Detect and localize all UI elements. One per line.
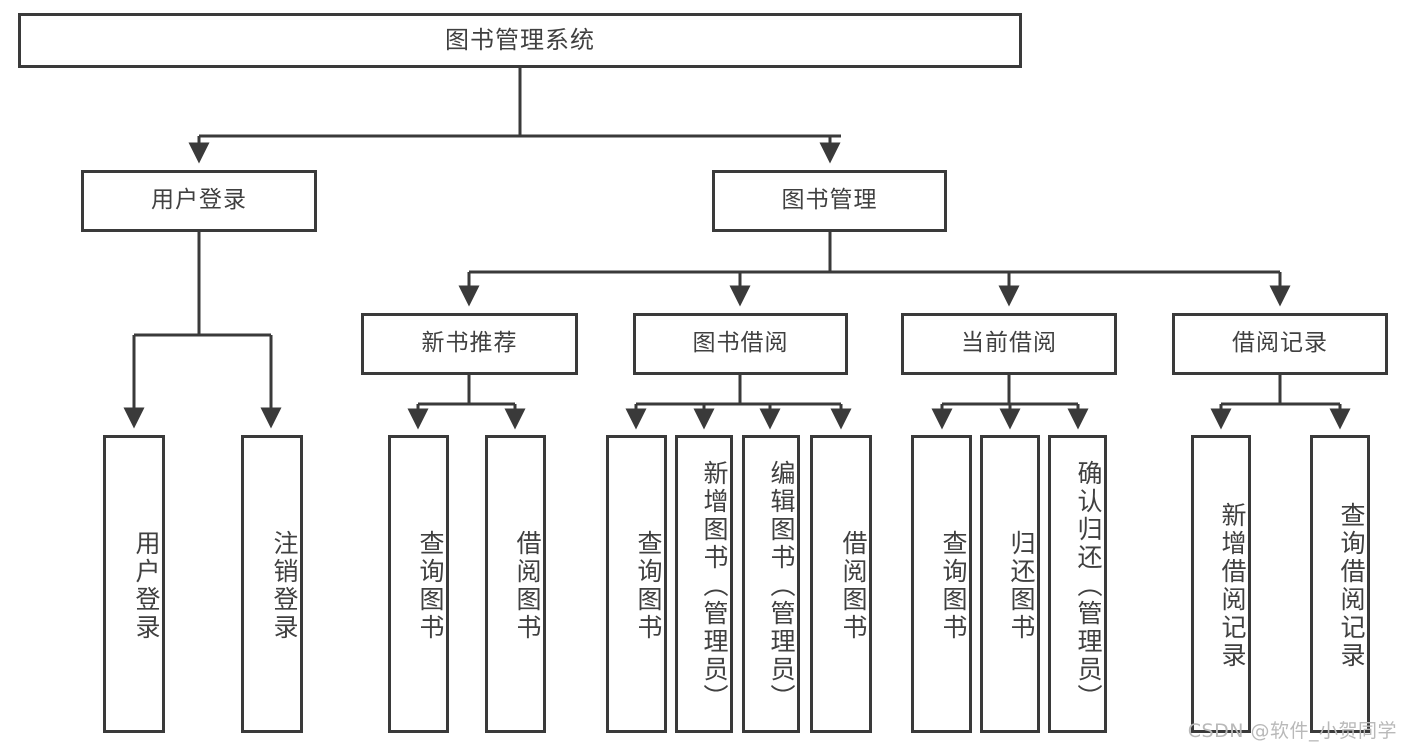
leaf-confirm-return[interactable]: 确认归还（管理员） bbox=[1048, 435, 1107, 733]
leaf-add-record[interactable]: 新增借阅记录 bbox=[1191, 435, 1251, 733]
watermark: CSDN @软件_小贺同学 bbox=[1187, 720, 1397, 742]
leaf-add-book[interactable]: 新增图书（管理员） bbox=[675, 435, 733, 733]
leaf-edit-book-label: 编辑图书（管理员） bbox=[767, 460, 796, 712]
leaf-borrow-book-1[interactable]: 借阅图书 bbox=[485, 435, 546, 733]
leaf-query-book-1[interactable]: 查询图书 bbox=[388, 435, 449, 733]
leaf-borrow-book-2[interactable]: 借阅图书 bbox=[810, 435, 872, 733]
node-borrow-record[interactable]: 借阅记录 bbox=[1172, 313, 1388, 375]
leaf-logout[interactable]: 注销登录 bbox=[241, 435, 303, 733]
leaf-query-book-2[interactable]: 查询图书 bbox=[606, 435, 667, 733]
leaf-query-record[interactable]: 查询借阅记录 bbox=[1310, 435, 1370, 733]
node-book-manage[interactable]: 图书管理 bbox=[712, 170, 947, 232]
node-book-manage-label: 图书管理 bbox=[781, 187, 878, 214]
leaf-logout-label: 注销登录 bbox=[270, 530, 299, 642]
node-book-borrow-label: 图书借阅 bbox=[692, 330, 789, 357]
leaf-confirm-return-label: 确认归还（管理员） bbox=[1074, 460, 1103, 712]
leaf-borrow-book-2-label: 借阅图书 bbox=[839, 530, 868, 642]
node-current-borrow-label: 当前借阅 bbox=[961, 330, 1057, 357]
leaf-query-book-1-label: 查询图书 bbox=[416, 530, 445, 642]
leaf-user-login[interactable]: 用户登录 bbox=[103, 435, 165, 733]
leaf-add-record-label: 新增借阅记录 bbox=[1218, 502, 1247, 670]
leaf-query-book-2-label: 查询图书 bbox=[634, 530, 663, 642]
leaf-query-record-label: 查询借阅记录 bbox=[1337, 502, 1366, 670]
leaf-edit-book[interactable]: 编辑图书（管理员） bbox=[742, 435, 800, 733]
node-user-login-label: 用户登录 bbox=[151, 187, 247, 214]
leaf-query-book-3[interactable]: 查询图书 bbox=[911, 435, 972, 733]
node-current-borrow[interactable]: 当前借阅 bbox=[901, 313, 1117, 375]
node-root[interactable]: 图书管理系统 bbox=[18, 13, 1022, 68]
leaf-borrow-book-1-label: 借阅图书 bbox=[513, 530, 542, 642]
leaf-user-login-label: 用户登录 bbox=[132, 530, 161, 642]
leaf-query-book-3-label: 查询图书 bbox=[939, 530, 968, 642]
node-user-login[interactable]: 用户登录 bbox=[81, 170, 317, 232]
leaf-return-book-label: 归还图书 bbox=[1007, 530, 1036, 642]
node-new-book-recommend[interactable]: 新书推荐 bbox=[361, 313, 578, 375]
leaf-add-book-label: 新增图书（管理员） bbox=[700, 460, 729, 712]
node-new-book-recommend-label: 新书推荐 bbox=[421, 330, 518, 357]
node-root-label: 图书管理系统 bbox=[445, 26, 595, 55]
node-book-borrow[interactable]: 图书借阅 bbox=[633, 313, 848, 375]
leaf-return-book[interactable]: 归还图书 bbox=[980, 435, 1040, 733]
node-borrow-record-label: 借阅记录 bbox=[1232, 330, 1328, 357]
